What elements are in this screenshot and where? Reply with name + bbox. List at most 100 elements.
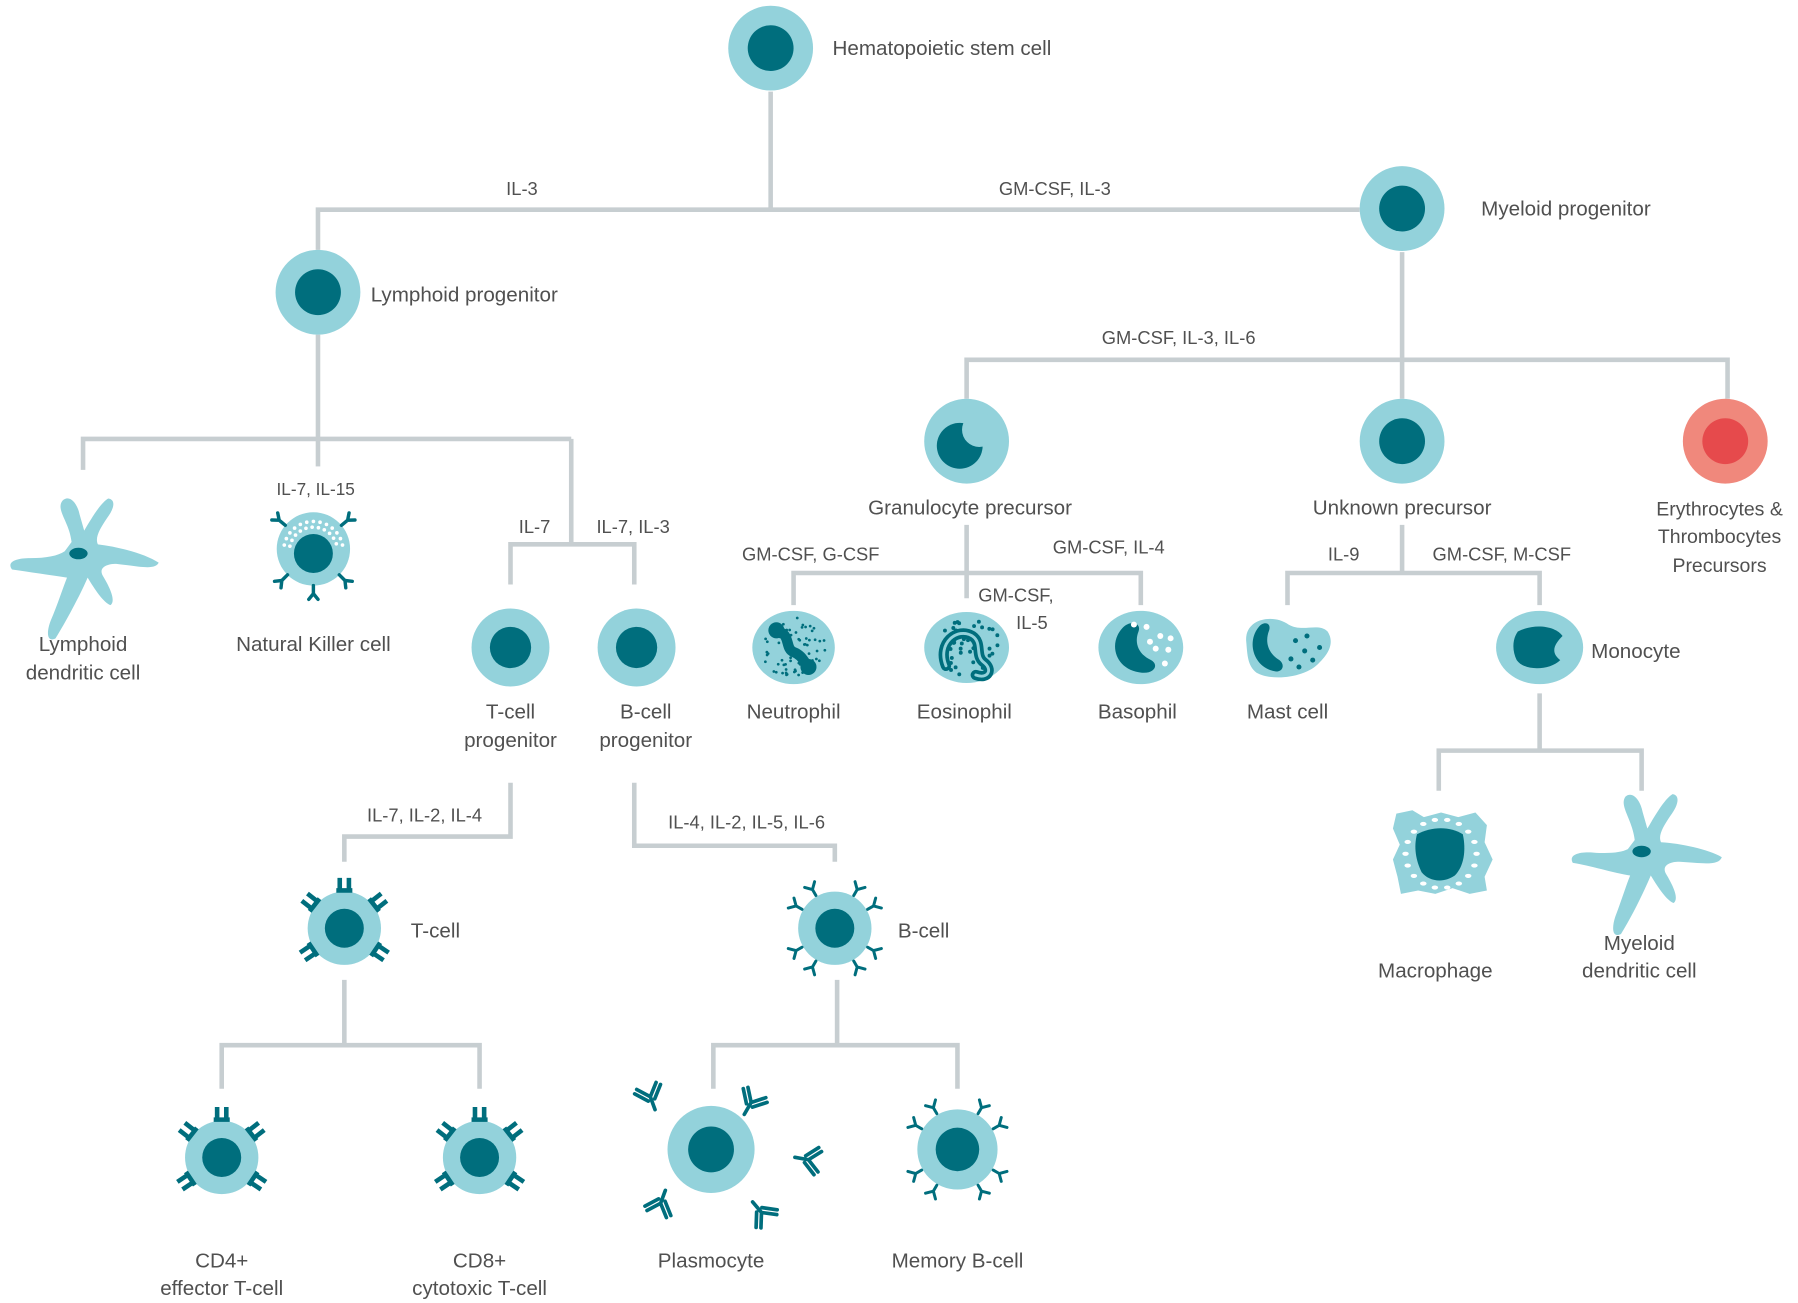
granule xyxy=(772,670,776,673)
granule xyxy=(1420,821,1427,827)
granule xyxy=(292,526,297,530)
granule xyxy=(815,649,819,653)
receptor-icon xyxy=(334,569,354,590)
cell-body xyxy=(1098,610,1184,685)
granule xyxy=(805,643,809,647)
cytokine-myeloid-split: GM-CSF, IL-3, IL-6 xyxy=(1102,327,1256,348)
granule xyxy=(1302,648,1308,654)
granule xyxy=(800,625,804,629)
nucleus xyxy=(935,1127,980,1172)
granule xyxy=(995,633,1000,638)
granule xyxy=(792,670,796,674)
granule xyxy=(1288,656,1294,662)
eosinophil-icon xyxy=(924,611,1010,684)
label-myeloid-dendritic-cell-line2: dendritic cell xyxy=(1582,960,1697,983)
kidney-nucleus xyxy=(1115,623,1156,673)
b-cell-icon xyxy=(786,880,883,977)
cell-labels: Hematopoietic stem cell Myeloid progenit… xyxy=(26,37,1783,1300)
label-t-cell: T-cell xyxy=(411,919,460,942)
granule xyxy=(1317,644,1323,651)
nucleus xyxy=(489,626,532,669)
cell-body xyxy=(1571,794,1722,936)
nucleus xyxy=(815,908,855,948)
granule xyxy=(1455,821,1463,827)
free-antibody-icon xyxy=(790,1141,824,1178)
cytokine-to-mast-cell: IL-9 xyxy=(1328,543,1360,564)
label-cd4-line2: effector T-cell xyxy=(160,1277,283,1300)
nucleus xyxy=(1415,828,1465,881)
nucleus xyxy=(202,1137,242,1177)
granule xyxy=(812,626,816,630)
free-antibody-icon xyxy=(740,1191,782,1232)
granule xyxy=(943,628,947,633)
label-lymphoid-progenitor: Lymphoid progenitor xyxy=(371,283,558,306)
connector-tb-split xyxy=(508,542,637,585)
label-b-cell-progenitor-line1: B-cell xyxy=(620,701,672,724)
granule xyxy=(1152,645,1159,652)
label-granulocyte-precursor: Granulocyte precursor xyxy=(868,497,1072,520)
nucleus xyxy=(460,1137,500,1177)
granule xyxy=(814,657,818,661)
granule xyxy=(304,526,308,531)
mast-cell-icon xyxy=(1246,618,1331,678)
connector-unknown-split xyxy=(1285,570,1542,606)
t-cell-icon xyxy=(298,877,391,965)
granule xyxy=(1431,817,1439,823)
granule xyxy=(1471,863,1478,868)
cytokine-to-t-cell-progenitor: IL-7 xyxy=(519,516,551,537)
granule xyxy=(318,520,322,525)
granule xyxy=(804,637,808,640)
cytokine-to-neutrophil: GM-CSF, G-CSF xyxy=(742,543,879,564)
nucleus xyxy=(1702,418,1749,465)
granule xyxy=(968,649,973,654)
macrophage-icon xyxy=(1392,810,1493,894)
granule xyxy=(335,531,339,535)
granule xyxy=(1296,664,1302,670)
granule xyxy=(327,531,332,536)
label-monocyte: Monocyte xyxy=(1591,640,1680,663)
granule xyxy=(288,531,292,535)
basophil-icon xyxy=(1098,610,1184,685)
nucleus xyxy=(747,25,794,72)
granule xyxy=(1444,817,1451,823)
granule xyxy=(1130,621,1137,628)
granule xyxy=(822,639,826,642)
granule xyxy=(334,541,339,546)
nucleus xyxy=(1379,185,1426,232)
granule xyxy=(1167,635,1174,642)
cytokine-to-eosinophil-line1: GM-CSF, xyxy=(978,585,1053,606)
granule xyxy=(311,519,316,524)
cytokine-to-b-cell: IL-4, IL-2, IL-5, IL-6 xyxy=(668,812,825,833)
nucleus-lobe xyxy=(768,622,785,639)
nucleus xyxy=(688,1126,734,1173)
granule xyxy=(955,620,960,624)
granule xyxy=(304,520,309,525)
granule xyxy=(972,624,977,629)
label-b-cell-progenitor-line2: progenitor xyxy=(599,729,692,752)
cell-body xyxy=(924,611,1010,684)
granule xyxy=(1444,885,1451,890)
cytokine-to-eosinophil-line2: IL-5 xyxy=(1016,612,1048,633)
connector-granulocyte-split xyxy=(791,570,1144,606)
granule xyxy=(957,672,962,677)
t-cell-receptor-icon xyxy=(471,1107,488,1122)
nucleus xyxy=(324,908,364,948)
label-cd8-line1: CD8+ xyxy=(453,1249,506,1272)
label-hematopoietic-stem-cell: Hematopoietic stem cell xyxy=(833,37,1052,60)
granule xyxy=(776,662,780,666)
granule xyxy=(971,660,976,665)
receptor-icon xyxy=(307,583,320,602)
granule xyxy=(1455,881,1463,886)
connector-lymphoid-split xyxy=(80,436,572,470)
label-t-cell-progenitor-line2: progenitor xyxy=(464,729,557,752)
myeloid-progenitor-icon xyxy=(1359,166,1445,251)
granule xyxy=(765,640,769,644)
granulocyte-precursor-icon xyxy=(924,398,1010,484)
free-antibody-icon xyxy=(631,1079,670,1117)
granule xyxy=(795,616,799,620)
lineage-connectors xyxy=(80,91,1730,1089)
granule xyxy=(1310,657,1316,663)
granule xyxy=(987,626,992,631)
nucleus xyxy=(295,269,341,316)
granule xyxy=(803,643,807,646)
